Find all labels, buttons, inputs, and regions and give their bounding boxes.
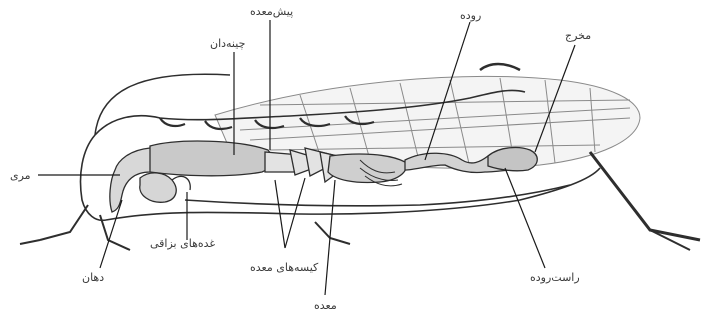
label-esophagus: مری	[10, 170, 31, 181]
rectum-shape	[488, 148, 537, 171]
label-rectum: راست‌روده	[530, 272, 580, 283]
label-mouth: دهان	[82, 272, 104, 283]
label-gastric-caeca: کیسه‌های معده	[250, 262, 318, 273]
label-intestine: روده	[460, 10, 481, 21]
label-crop: چینه‌دان	[210, 38, 245, 49]
label-anus: مخرج	[565, 30, 591, 41]
crop-shape	[150, 141, 272, 176]
label-stomach: معده	[314, 300, 337, 311]
salivary-glands-shape	[140, 173, 176, 202]
label-foregut: پیش‌معده	[250, 6, 293, 17]
label-salivary-glands: غده‌های بزاقی	[150, 238, 215, 249]
stomach-shape	[328, 154, 406, 183]
